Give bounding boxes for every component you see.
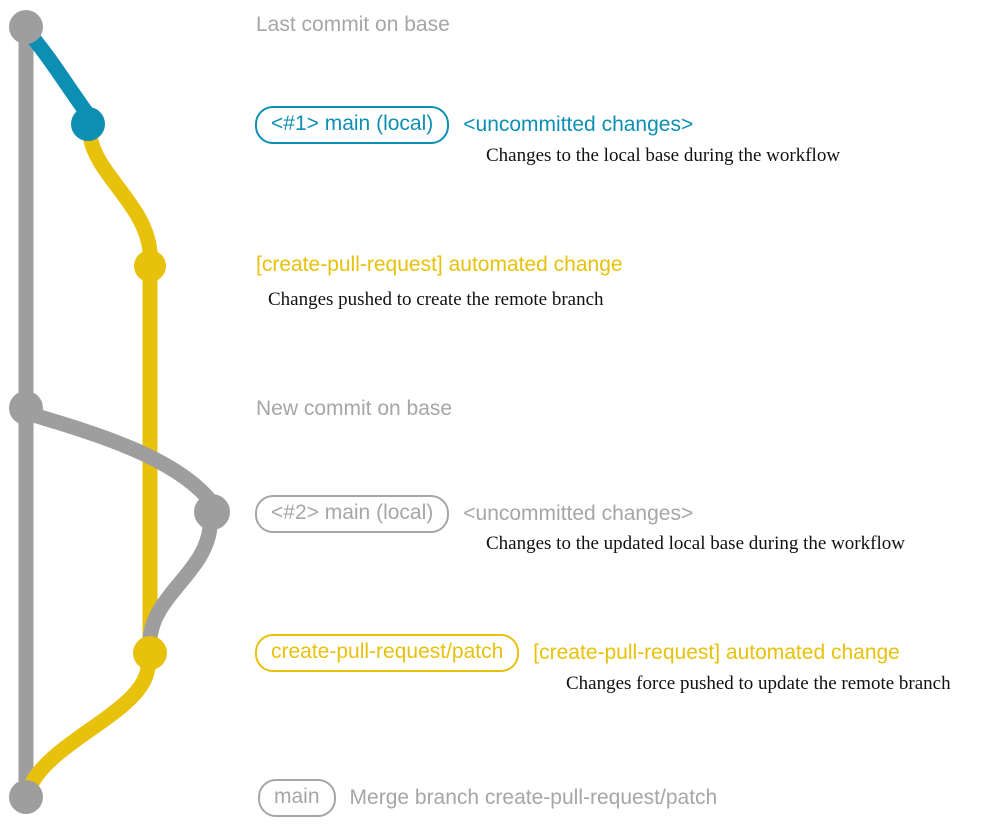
- chip-main[interactable]: main: [258, 779, 336, 818]
- row-local-change-2: <#2> main (local) <uncommitted changes>: [255, 495, 694, 534]
- description-remote-push-create: Changes pushed to create the remote bran…: [268, 289, 604, 310]
- message-automated-change-1: [create-pull-request] automated change: [256, 253, 623, 276]
- row-remote-push-create: [create-pull-request] automated change: [256, 253, 623, 276]
- chip-main-local-2[interactable]: <#2> main (local): [255, 495, 450, 534]
- message-automated-change-2: [create-pull-request] automated change: [533, 641, 900, 664]
- chip-main-local-1[interactable]: <#1> main (local): [255, 106, 450, 145]
- description-remote-force-push: Changes force pushed to update the remot…: [566, 673, 951, 694]
- row-local-change-1: <#1> main (local) <uncommitted changes>: [255, 106, 694, 145]
- node-base-head: [9, 10, 43, 44]
- git-graph-svg: [9, 10, 230, 814]
- description-local-change-2: Changes to the updated local base during…: [486, 533, 905, 554]
- label-last-commit-on-base: Last commit on base: [256, 13, 450, 36]
- node-remote-1: [134, 250, 166, 282]
- description-local-change-1: Changes to the local base during the wor…: [486, 145, 841, 166]
- node-local-1: [71, 107, 105, 141]
- chip-create-pull-request-patch[interactable]: create-pull-request/patch: [255, 634, 520, 673]
- node-local-2: [194, 494, 230, 530]
- message-uncommitted-changes-1: <uncommitted changes>: [463, 113, 694, 136]
- edge-local2-to-remote2: [142, 519, 218, 648]
- edge-base-to-local2: [22, 406, 216, 506]
- edge-local1-to-remote1: [82, 128, 158, 260]
- edge-remote2-to-merge: [20, 658, 156, 800]
- node-base-new: [9, 391, 43, 425]
- message-merge-branch: Merge branch create-pull-request/patch: [349, 786, 718, 809]
- message-uncommitted-changes-2: <uncommitted changes>: [463, 502, 694, 525]
- node-remote-2: [133, 636, 167, 670]
- edge-base-to-local1: [20, 24, 94, 120]
- row-remote-force-push: create-pull-request/patch [create-pull-r…: [255, 634, 900, 673]
- node-merge: [9, 780, 43, 814]
- label-new-commit-on-base: New commit on base: [256, 397, 453, 420]
- row-merge-commit: main Merge branch create-pull-request/pa…: [258, 779, 718, 818]
